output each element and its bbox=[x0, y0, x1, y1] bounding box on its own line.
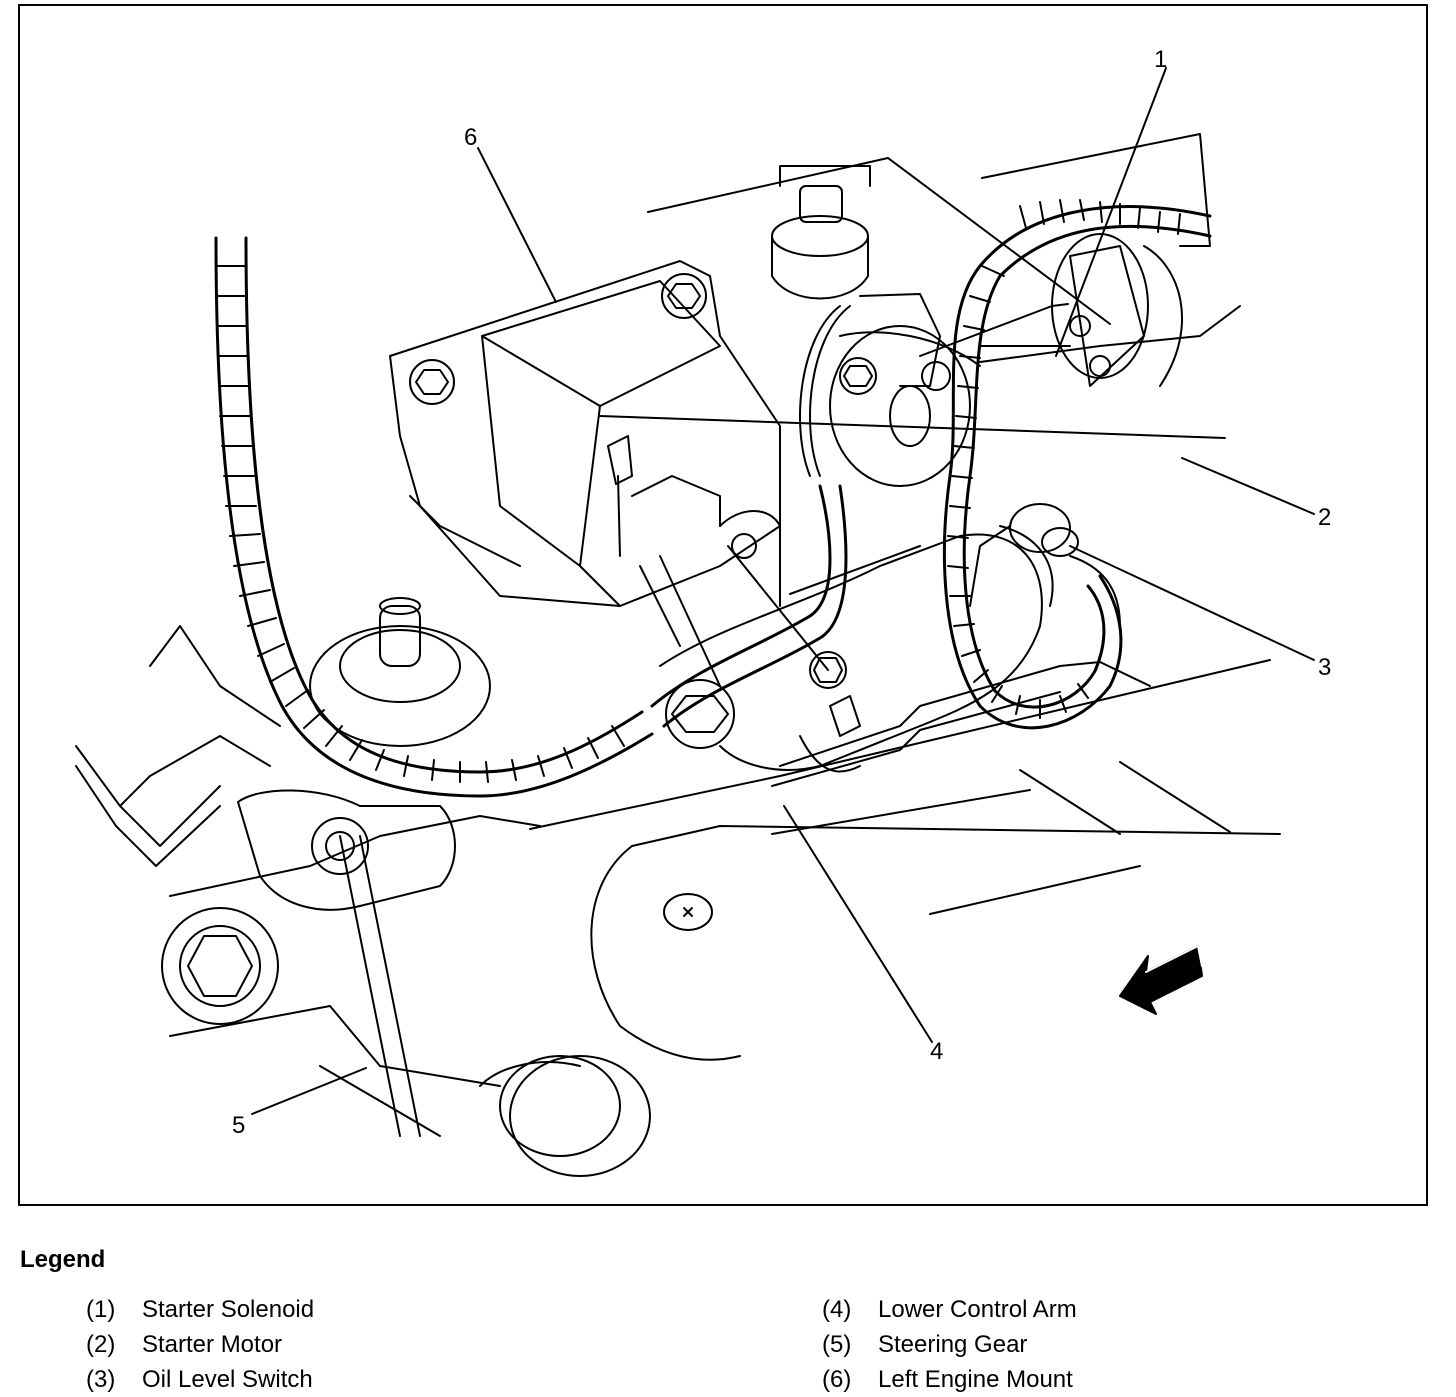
legend-label: Lower Control Arm bbox=[878, 1295, 1077, 1323]
legend-number: (4) bbox=[822, 1295, 852, 1323]
legend-number: (3) bbox=[86, 1365, 116, 1393]
diagram-frame: 1 2 3 4 5 6 bbox=[18, 4, 1428, 1206]
legend-title: Legend bbox=[20, 1246, 106, 1273]
leader-line-3 bbox=[1069, 545, 1315, 661]
callout-2: 2 bbox=[1318, 504, 1332, 531]
legend-item: (6) Left Engine Mount bbox=[822, 1362, 1077, 1397]
harness-ribs-left bbox=[215, 265, 625, 783]
engine-bay-illustration bbox=[75, 67, 1315, 1177]
legend-label: Starter Solenoid bbox=[142, 1295, 315, 1323]
callout-5: 5 bbox=[232, 1112, 246, 1139]
legend-column-right: (4) Lower Control Arm (5) Steering Gear … bbox=[822, 1292, 1077, 1397]
legend-label: Starter Motor bbox=[142, 1330, 283, 1358]
lower-control-arm bbox=[639, 555, 1151, 787]
legend-item: (1) Starter Solenoid bbox=[86, 1292, 314, 1327]
legend-number: (5) bbox=[822, 1330, 852, 1358]
leader-line-1 bbox=[1055, 67, 1167, 357]
callout-3: 3 bbox=[1318, 654, 1332, 681]
legend-item: (3) Oil Level Switch bbox=[86, 1362, 314, 1397]
left-engine-mount-bracket bbox=[389, 260, 781, 607]
callout-4: 4 bbox=[930, 1038, 944, 1065]
stabilizer-bar-left bbox=[75, 625, 281, 867]
steering-gear bbox=[161, 789, 651, 1177]
mount-bushing-post bbox=[309, 597, 491, 747]
callout-6: 6 bbox=[464, 124, 478, 151]
legend-number: (1) bbox=[86, 1295, 116, 1323]
starter-solenoid bbox=[919, 233, 1183, 387]
terminal-bracket bbox=[799, 293, 951, 477]
legend-number: (2) bbox=[86, 1330, 116, 1358]
harness-ribs-right bbox=[947, 199, 1181, 719]
harness-middle bbox=[650, 484, 848, 728]
legend-label: Left Engine Mount bbox=[878, 1365, 1073, 1393]
legend-column-left: (1) Starter Solenoid (2) Starter Motor (… bbox=[86, 1292, 314, 1397]
legend-item: (5) Steering Gear bbox=[822, 1327, 1077, 1362]
leader-line-2 bbox=[1181, 457, 1315, 515]
legend-item: (4) Lower Control Arm bbox=[822, 1292, 1077, 1327]
frame-outline-lines bbox=[529, 133, 1281, 1061]
harness-clamp-nut bbox=[665, 510, 921, 749]
oil-level-switch bbox=[969, 503, 1121, 627]
upper-mount-bushing bbox=[771, 165, 871, 300]
starter-motor-body bbox=[659, 325, 1054, 773]
front-direction-arrow bbox=[1119, 945, 1203, 1015]
harness-loop-right bbox=[942, 205, 1212, 730]
callout-leader-lines bbox=[251, 67, 1315, 1115]
leader-line-5 bbox=[251, 1067, 367, 1115]
legend-label: Steering Gear bbox=[878, 1330, 1028, 1358]
leader-line-4 bbox=[783, 805, 933, 1043]
legend-item: (2) Starter Motor bbox=[86, 1327, 314, 1362]
callout-1: 1 bbox=[1154, 46, 1168, 73]
legend-number: (6) bbox=[822, 1365, 852, 1393]
legend-label: Oil Level Switch bbox=[142, 1365, 313, 1393]
crossmember-hole bbox=[663, 893, 713, 931]
leader-line-6 bbox=[477, 147, 557, 303]
